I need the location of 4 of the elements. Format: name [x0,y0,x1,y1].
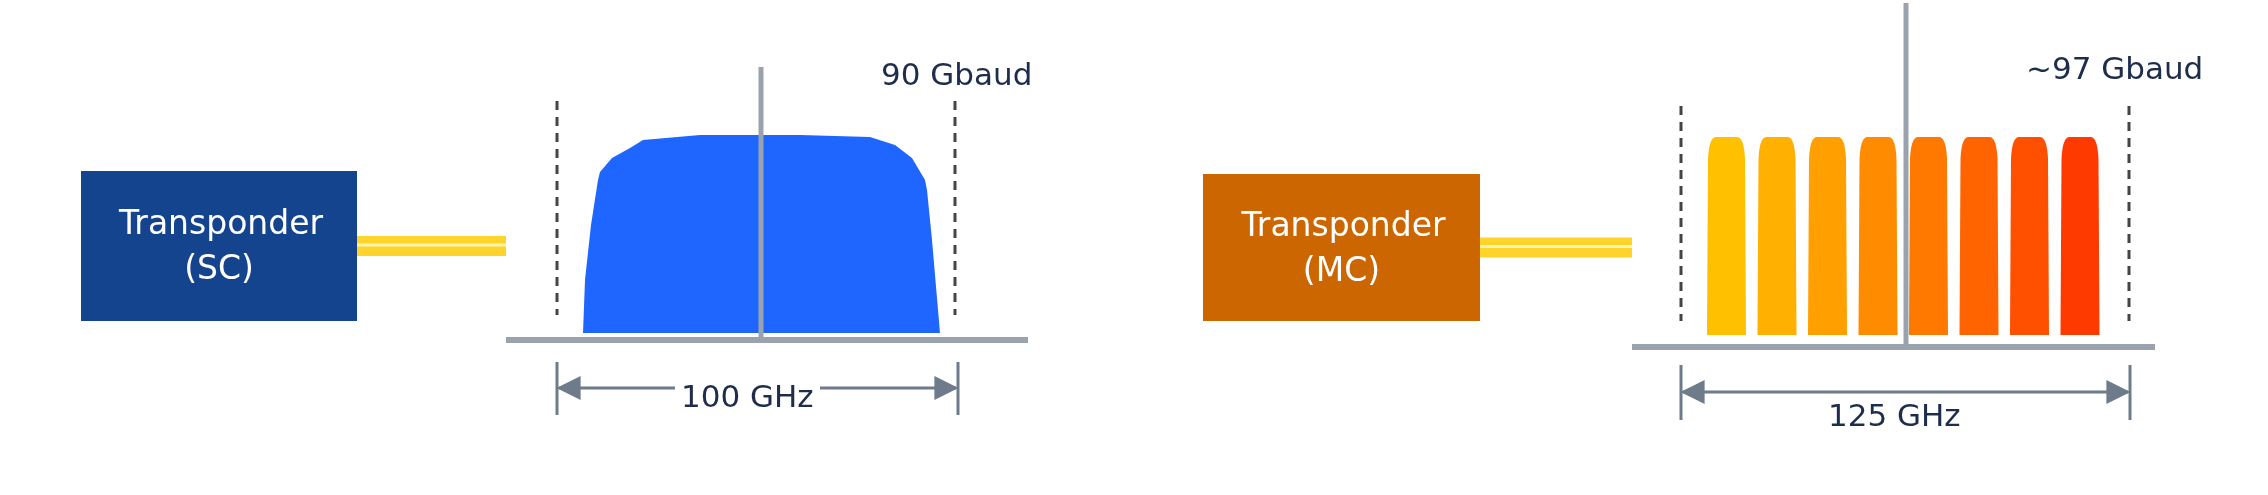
fiber-line [1480,237,1632,258]
transponder-box: Transponder (SC) [81,171,357,321]
fiber-line [357,236,506,256]
transponder-box: Transponder (MC) [1203,174,1480,321]
